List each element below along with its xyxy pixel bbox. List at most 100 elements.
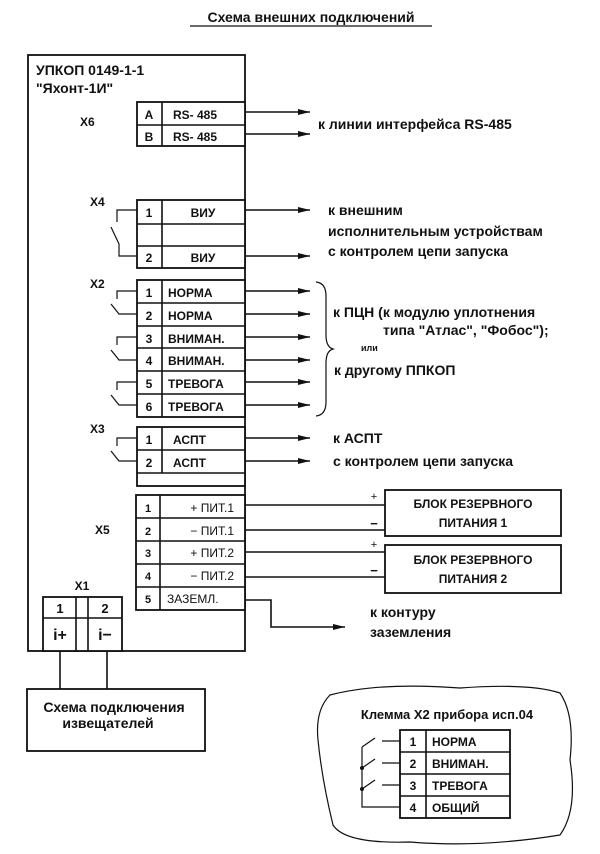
- pin-label: АСПТ: [173, 456, 207, 470]
- pin-number: 3: [146, 332, 153, 346]
- power-block-1: + − БЛОК РЕЗЕРВНОГО ПИТАНИЯ 1: [370, 489, 562, 537]
- destination-text: к линии интерфейса RS-485: [318, 116, 512, 132]
- power-block-label: БЛОК РЕЗЕРВНОГО: [414, 553, 533, 567]
- pin-label: ВНИМАН.: [168, 354, 225, 368]
- connector-label: X5: [95, 523, 110, 537]
- connector-label: X2: [90, 277, 105, 291]
- common-bus: [361, 747, 400, 808]
- connector-x6: X6 A RS- 485 B RS- 485 к линии интерфейс…: [80, 101, 512, 147]
- device-model: "Яхонт-1И": [36, 80, 113, 96]
- cloud-outline: [316, 685, 574, 845]
- detector-scheme-label: Схема подключения: [43, 699, 184, 715]
- pin-number: 2: [146, 309, 153, 323]
- terminal-block: [136, 426, 246, 487]
- device-name: УПКОП 0149-1-1: [36, 62, 144, 78]
- pin-label: RS- 485: [173, 108, 217, 122]
- relay-contact-icon: [116, 437, 137, 446]
- pin-label: + ПИТ.2: [190, 546, 234, 560]
- pin-number: 3: [145, 548, 151, 560]
- pin-label: + ПИТ.1: [190, 501, 234, 515]
- connector-x1: X1 1 2 i+ i−: [42, 579, 123, 689]
- destination-text: к другому ППКОП: [334, 362, 455, 378]
- pin-label: ВИУ: [191, 251, 216, 265]
- junction-dot: [360, 766, 364, 770]
- pin-label: RS- 485: [173, 130, 217, 144]
- terminal-block: [136, 199, 246, 269]
- pin-number: B: [145, 130, 154, 144]
- pin-number: 6: [146, 400, 153, 414]
- connector-x5: X5 1 + ПИТ.1 2 − ПИТ.1 3 + ПИТ.2 4 − ПИТ…: [95, 494, 451, 640]
- pin-number: 2: [101, 601, 108, 616]
- detector-scheme-box: Схема подключения извещателей: [26, 688, 206, 752]
- pin-number: 1: [146, 206, 153, 220]
- pin-label: АСПТ: [173, 433, 207, 447]
- terminal-block: [136, 101, 246, 147]
- minus-sign: −: [370, 516, 378, 531]
- pin-number: 4: [146, 354, 153, 368]
- power-block-2: + − БЛОК РЕЗЕРВНОГО ПИТАНИЯ 2: [370, 539, 562, 594]
- plus-sign: +: [371, 539, 377, 551]
- connector-label: X4: [90, 195, 105, 209]
- connector-x4: X4 1 ВИУ 2 ВИУ к внешним исполнительным …: [90, 195, 543, 269]
- destination-text: с контролем цепи запуска: [328, 243, 508, 259]
- detector-scheme-label: извещателей: [62, 715, 153, 731]
- pin-number: 2: [145, 526, 151, 538]
- junction-dot: [360, 787, 364, 791]
- terminal-block: [135, 494, 246, 611]
- switch-contact-icon: [361, 737, 376, 748]
- pin-label: ОБЩИЙ: [432, 800, 479, 815]
- power-block-label: БЛОК РЕЗЕРВНОГО: [414, 497, 533, 511]
- pin-label: ВНИМАН.: [432, 757, 489, 771]
- relay-contact-icon: [116, 381, 137, 390]
- pin-label: − ПИТ.1: [190, 524, 234, 538]
- pin-label: НОРМА: [168, 286, 213, 300]
- pin-label: ТРЕВОГА: [168, 400, 224, 414]
- destination-text: исполнительным устройствам: [328, 223, 543, 239]
- pin-number: 2: [146, 456, 153, 470]
- pin-label: − ПИТ.2: [190, 569, 234, 583]
- minus-sign: −: [370, 563, 378, 578]
- pin-label: ТРЕВОГА: [432, 779, 488, 793]
- ground-destination-text: заземления: [370, 624, 451, 640]
- pin-label: ЗАЗЕМЛ.: [167, 592, 219, 606]
- pin-number: 1: [146, 286, 153, 300]
- switch-contact-icon: [361, 758, 376, 769]
- connector-label: X6: [80, 115, 95, 129]
- connector-x2: X2 1 НОРМА 2 НОРМА 3 ВНИМАН. 4 ВНИМАН. 5…: [90, 277, 549, 418]
- connector-label: X3: [90, 422, 105, 436]
- power-block-label: ПИТАНИЯ 2: [439, 572, 508, 586]
- relay-contact-icon: [116, 336, 137, 345]
- pin-label: i+: [53, 627, 67, 644]
- connector-x3: X3 1 АСПТ 2 АСПТ к АСПТ с контролем цепи…: [90, 422, 513, 487]
- pin-number: 1: [145, 503, 151, 515]
- relay-contact-icon: [116, 209, 137, 222]
- pin-number: A: [145, 108, 154, 122]
- pin-number: 4: [410, 801, 417, 815]
- ground-wire-arrow: [245, 599, 345, 630]
- pin-label: i−: [98, 627, 112, 644]
- pin-label: НОРМА: [168, 309, 213, 323]
- pin-label: ТРЕВОГА: [168, 377, 224, 391]
- ground-destination-text: к контуру: [370, 604, 436, 620]
- pin-number: 1: [146, 433, 153, 447]
- pin-number: 5: [146, 377, 153, 391]
- relay-contact-icon: [116, 290, 137, 299]
- destination-text: к АСПТ: [333, 430, 383, 446]
- pin-number: 2: [146, 251, 153, 265]
- destination-text: типа "Атлас", "Фобос");: [383, 322, 549, 338]
- brace-icon: [315, 281, 336, 417]
- connector-label: X1: [75, 579, 90, 593]
- or-text: или: [361, 343, 378, 353]
- pin-label: ВНИМАН.: [168, 332, 225, 346]
- pin-label: ВИУ: [191, 206, 216, 220]
- pin-number: 1: [56, 601, 63, 616]
- variant-inset: Клемма Х2 прибора исп.04 1 НОРМА 2 ВНИМА…: [316, 685, 574, 845]
- destination-text: к внешним: [328, 202, 403, 218]
- pin-number: 4: [145, 571, 152, 583]
- destination-text: с контролем цепи запуска: [333, 453, 513, 469]
- inset-title: Клемма Х2 прибора исп.04: [361, 707, 534, 722]
- pin-number: 2: [410, 757, 417, 771]
- power-block-label: ПИТАНИЯ 1: [439, 516, 508, 530]
- destination-text: к ПЦН (к модулю уплотнения: [333, 304, 535, 320]
